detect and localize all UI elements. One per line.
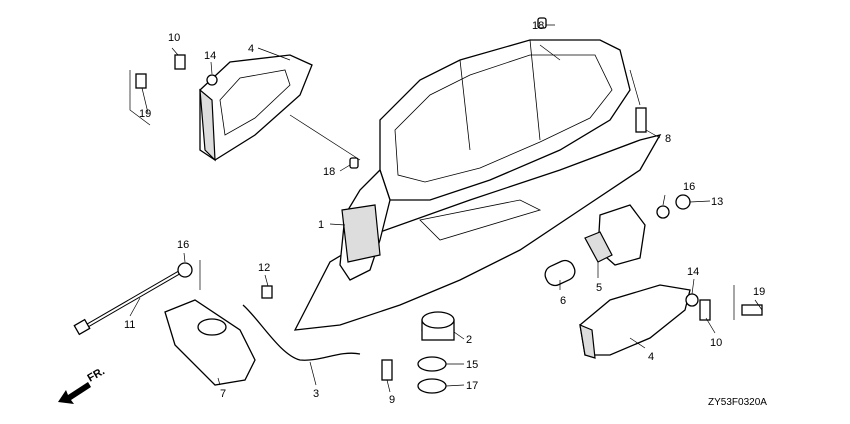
diagram-code: ZY53F0320A [708, 397, 767, 408]
callout-8: 8 [665, 133, 671, 145]
ground-cable [242, 304, 361, 361]
callout-16: 16 [177, 239, 189, 251]
callout-2: 2 [466, 334, 472, 346]
callout-6: 6 [560, 295, 566, 307]
callout-16: 16 [683, 181, 695, 193]
callout-4: 4 [648, 351, 654, 363]
callout-10: 10 [168, 32, 180, 44]
callout-12: 12 [258, 262, 270, 274]
callout-14: 14 [204, 50, 216, 62]
leader-lines [129, 24, 763, 393]
callout-17: 17 [466, 380, 478, 392]
callout-18: 18 [532, 20, 544, 32]
callout-13: 13 [711, 196, 723, 208]
small-bolts [135, 17, 763, 381]
rubber-stack [417, 311, 455, 394]
callouts: 18 10 14 4 19 8 18 16 13 1 16 12 14 19 1… [124, 20, 765, 406]
mount-rubber [584, 204, 646, 266]
cover-lower [579, 284, 691, 359]
callout-7: 7 [220, 388, 226, 400]
collar [544, 259, 576, 287]
callout-19: 19 [753, 286, 765, 298]
callout-1: 1 [318, 219, 324, 231]
callout-5: 5 [596, 282, 602, 294]
callout-9: 9 [389, 394, 395, 406]
long-bolt [73, 270, 182, 336]
callout-4: 4 [248, 43, 254, 55]
bracket [164, 299, 256, 386]
front-arrow-icon: FR. [58, 365, 107, 404]
callout-19: 19 [139, 108, 151, 120]
callout-10: 10 [710, 337, 722, 349]
cover-upper [199, 54, 313, 162]
callout-18: 18 [323, 166, 335, 178]
callout-14: 14 [687, 266, 699, 278]
callout-15: 15 [466, 359, 478, 371]
callout-11: 11 [124, 319, 135, 331]
extension-case [293, 39, 662, 331]
front-label: FR. [86, 365, 107, 384]
callout-3: 3 [313, 388, 319, 400]
